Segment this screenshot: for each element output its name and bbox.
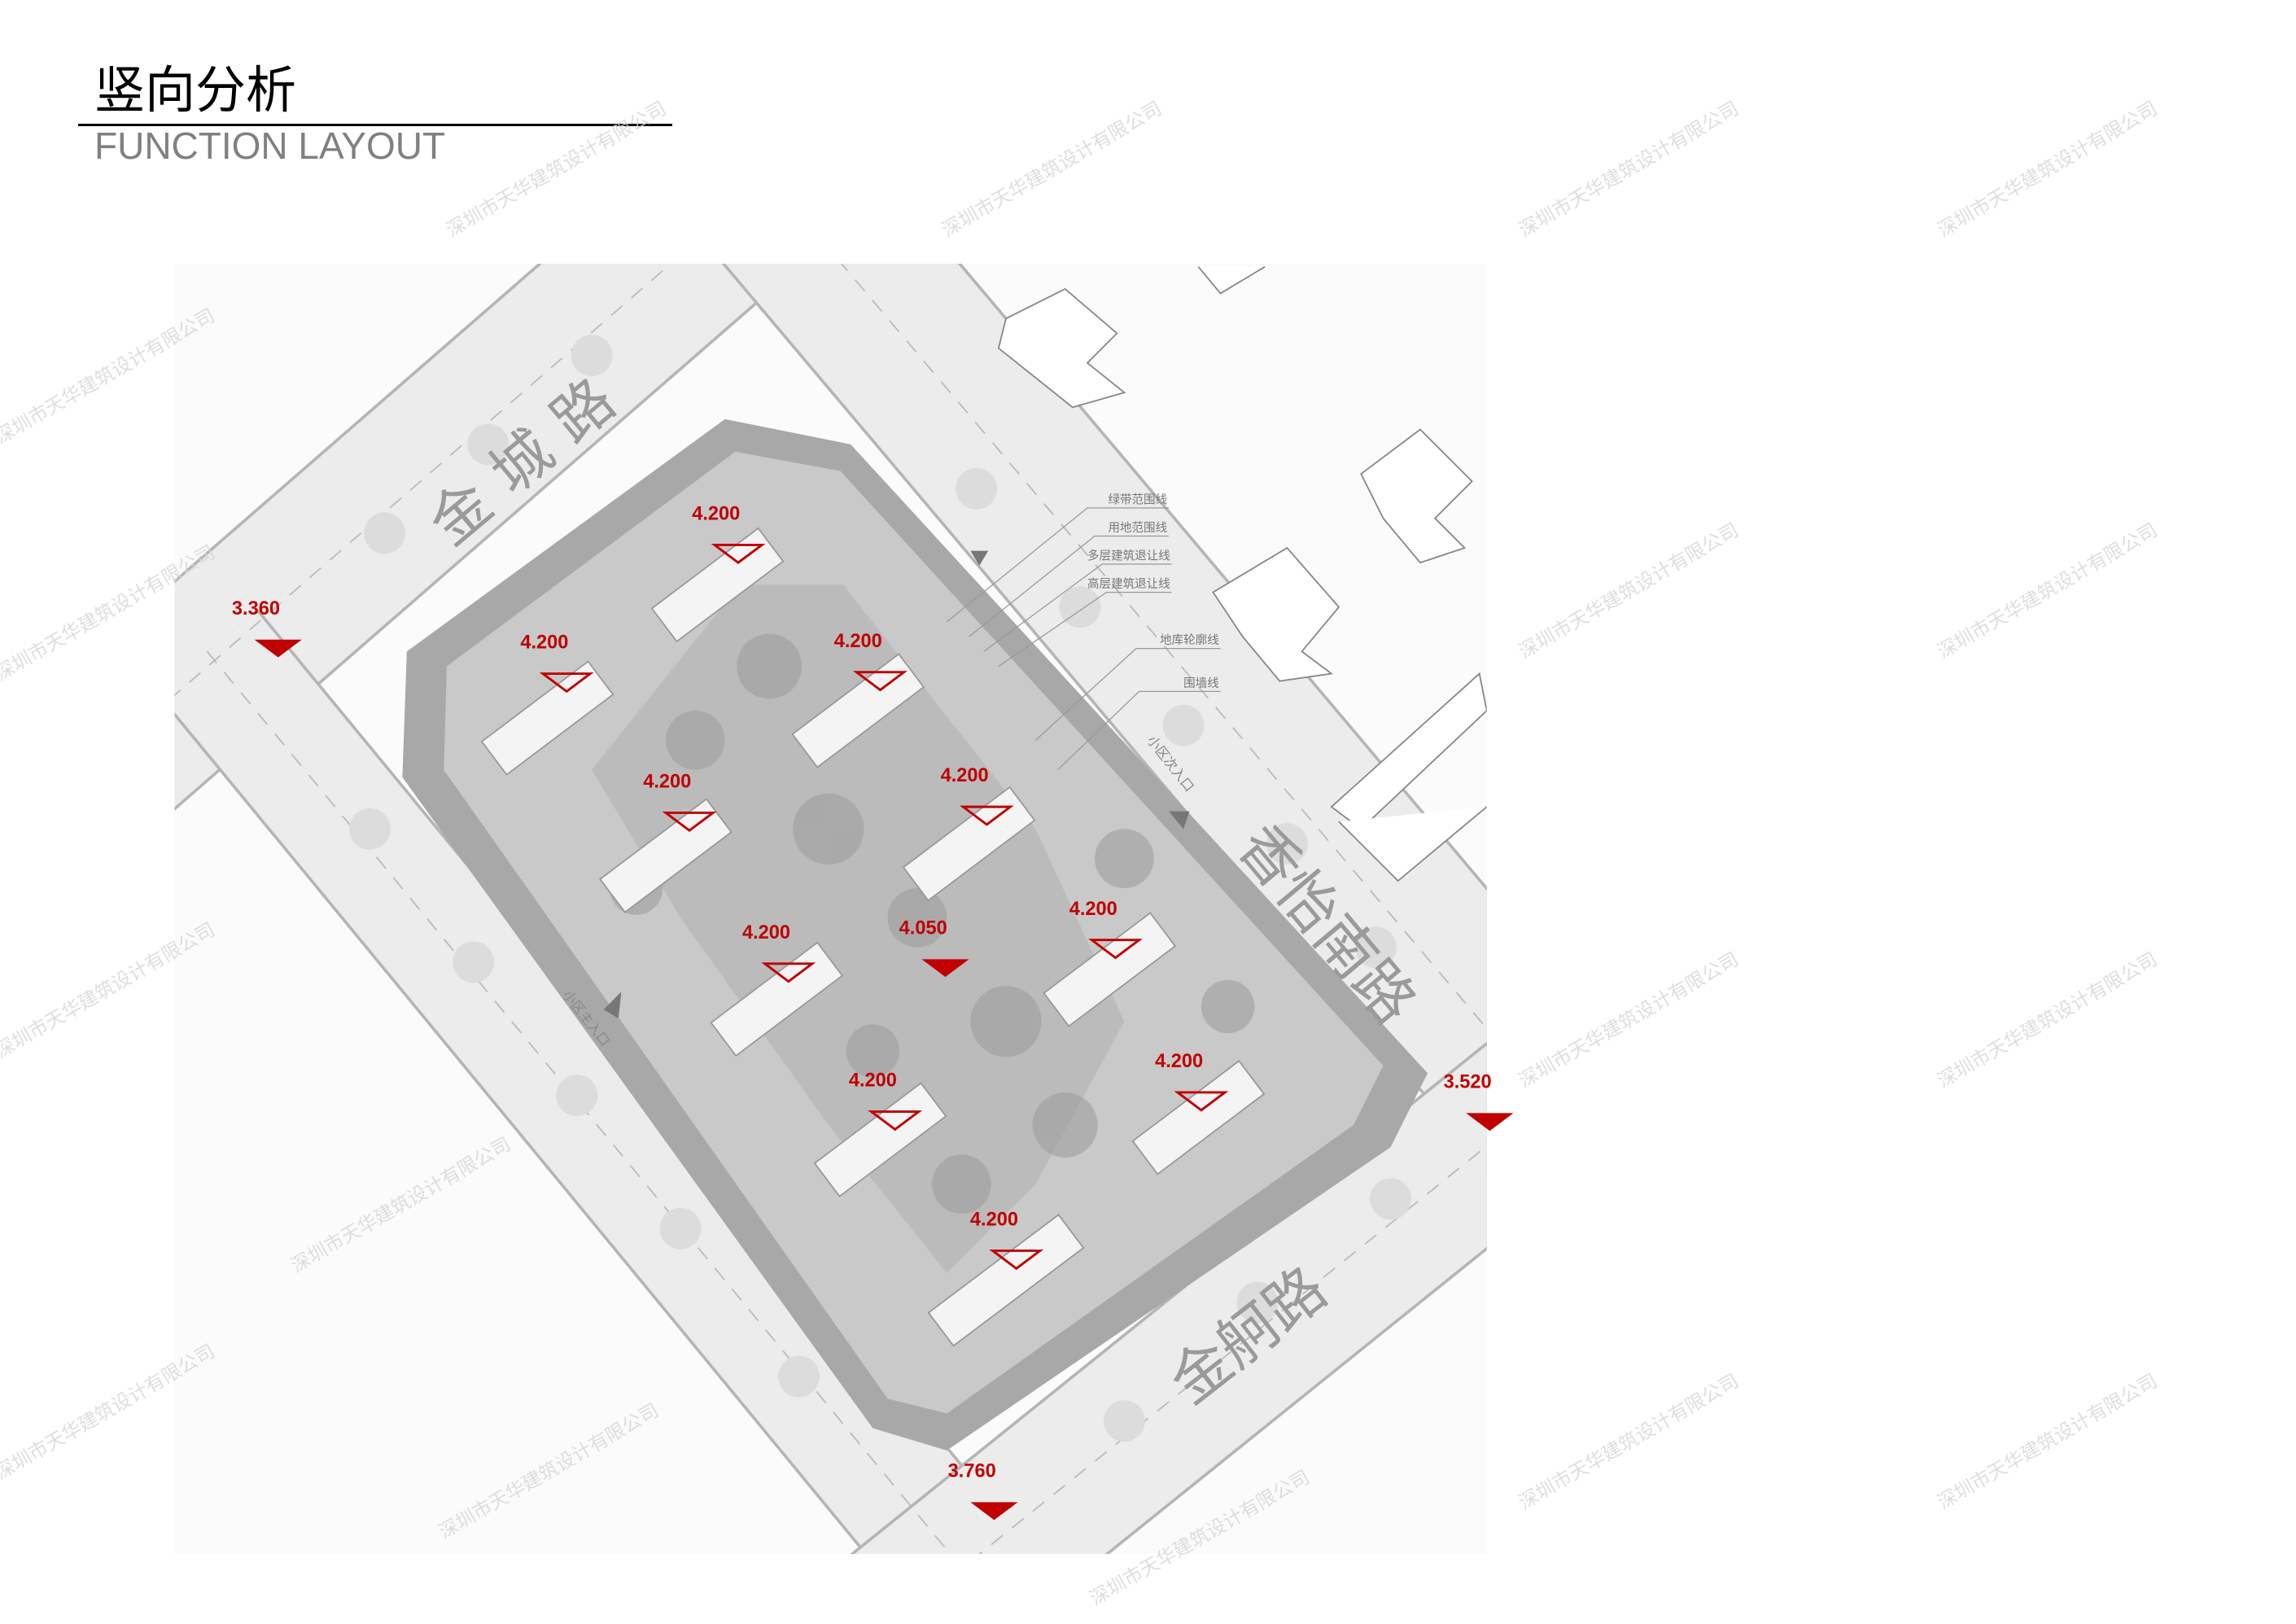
building bbox=[927, 1214, 1085, 1347]
elevation-value: 4.200 bbox=[692, 504, 740, 525]
elevation-value: 3.520 bbox=[1444, 1071, 1492, 1092]
secondary-entrance-icon bbox=[1168, 811, 1190, 830]
watermark: 深圳市天华建筑设计有限公司 bbox=[442, 97, 670, 242]
elevation-value: 4.200 bbox=[849, 1070, 897, 1092]
legend-leaders bbox=[946, 507, 1221, 771]
watermark: 深圳市天华建筑设计有限公司 bbox=[1934, 948, 2162, 1092]
elevation-marker-b3: 4.200 bbox=[834, 631, 907, 692]
buildings bbox=[480, 527, 1266, 1347]
building bbox=[480, 660, 614, 776]
elevation-marker-road_ne: 3.520 bbox=[1444, 1071, 1514, 1132]
legend-item: 围墙线 bbox=[1183, 676, 1219, 690]
elevation-marker-b8: 4.200 bbox=[849, 1070, 923, 1132]
watermark: 深圳市天华建筑设计有限公司 bbox=[1934, 97, 2162, 242]
elevation-marker-b10: 4.200 bbox=[970, 1210, 1044, 1271]
title-divider bbox=[78, 124, 672, 126]
legend-item: 多层建筑退让线 bbox=[1087, 549, 1170, 563]
elevation-marker-plaza: 4.050 bbox=[899, 917, 969, 978]
elevation-marker-road_nw: 3.360 bbox=[232, 598, 302, 658]
elevation-triangle-filled-icon bbox=[921, 959, 969, 978]
entrance-icon bbox=[970, 550, 989, 566]
elevation-marker-b2: 4.200 bbox=[520, 633, 594, 694]
elevation-value: 3.760 bbox=[948, 1461, 996, 1482]
title-block: 竖向分析 FUNCTION LAYOUT bbox=[78, 65, 672, 165]
elevation-value: 4.200 bbox=[742, 922, 790, 943]
legend-item: 高层建筑退让线 bbox=[1087, 577, 1170, 591]
elevation-value: 4.200 bbox=[1155, 1051, 1203, 1072]
roads bbox=[174, 264, 1487, 1555]
elevation-marker-b4: 4.200 bbox=[643, 772, 717, 833]
legend: 绿带范围线 用地范围线 多层建筑退让线 高层建筑退让线 地库轮廓线 围墙线 bbox=[1087, 493, 1219, 690]
elevation-value: 4.200 bbox=[1069, 899, 1117, 920]
watermark: 深圳市天华建筑设计有限公司 bbox=[1515, 1369, 1743, 1514]
legend-item: 地库轮廓线 bbox=[1160, 633, 1219, 647]
elevation-marker-road_s: 3.760 bbox=[948, 1461, 1018, 1521]
elevation-triangle-outline-icon bbox=[959, 805, 1014, 826]
elevation-triangle-outline-icon bbox=[1088, 939, 1143, 960]
elevation-triangle-outline-icon bbox=[662, 811, 717, 833]
elevation-marker-b9: 4.200 bbox=[1155, 1051, 1229, 1112]
watermark: 深圳市天华建筑设计有限公司 bbox=[938, 97, 1165, 242]
watermark: 深圳市天华建筑设计有限公司 bbox=[1934, 1369, 2162, 1514]
watermark: 深圳市天华建筑设计有限公司 bbox=[1515, 519, 1743, 663]
elevation-value: 4.200 bbox=[970, 1210, 1018, 1231]
building bbox=[650, 527, 785, 643]
elevation-value: 4.200 bbox=[941, 765, 989, 786]
building bbox=[710, 941, 844, 1057]
elevation-marker-b5: 4.200 bbox=[941, 765, 1014, 826]
watermark: 深圳市天华建筑设计有限公司 bbox=[1515, 948, 1743, 1092]
page-subtitle: FUNCTION LAYOUT bbox=[94, 125, 446, 167]
neighbor-buildings bbox=[997, 265, 1487, 882]
elevation-triangle-outline-icon bbox=[989, 1249, 1044, 1271]
building bbox=[902, 786, 1036, 902]
elevation-marker-b1: 4.200 bbox=[692, 504, 766, 565]
elevation-triangle-outline-icon bbox=[868, 1110, 923, 1132]
building bbox=[1131, 1060, 1266, 1175]
elevation-triangle-outline-icon bbox=[539, 672, 594, 694]
site-block bbox=[402, 418, 1428, 1451]
legend-item: 绿带范围线 bbox=[1108, 493, 1167, 507]
elevation-triangle-outline-icon bbox=[1174, 1091, 1229, 1112]
watermark: 深圳市天华建筑设计有限公司 bbox=[1515, 97, 1743, 242]
elevation-triangle-outline-icon bbox=[853, 671, 907, 692]
elevation-markers: 3.360 4.200 4.200 4.200 4.200 4.200 4.200 4.050… bbox=[232, 504, 1514, 1521]
elevation-marker-b7: 4.200 bbox=[742, 922, 816, 983]
elevation-triangle-outline-icon bbox=[761, 962, 816, 983]
elevation-value: 4.200 bbox=[834, 631, 882, 652]
elevation-triangle-outline-icon bbox=[711, 543, 766, 565]
elevation-marker-b6: 4.200 bbox=[1069, 899, 1143, 960]
page-title: 竖向分析 bbox=[94, 60, 297, 120]
main-entrance-icon bbox=[603, 991, 622, 1019]
elevation-triangle-filled-icon bbox=[970, 1502, 1018, 1521]
legend-item: 用地范围线 bbox=[1108, 521, 1167, 535]
elevation-value: 4.200 bbox=[643, 772, 691, 793]
building bbox=[599, 798, 733, 913]
elevation-value: 3.360 bbox=[232, 598, 280, 619]
map-area: 小区次入口 小区主入口 金城路 香怡南路 金舸路 绿带范围线 用地范围线 多层建… bbox=[174, 264, 1487, 1555]
elevation-triangle-filled-icon bbox=[1466, 1113, 1514, 1132]
elevation-value: 4.050 bbox=[899, 917, 947, 939]
building bbox=[1043, 912, 1177, 1027]
watermark: 深圳市天华建筑设计有限公司 bbox=[1934, 519, 2162, 663]
elevation-triangle-filled-icon bbox=[254, 639, 302, 658]
street-trees bbox=[348, 335, 1412, 1442]
elevation-value: 4.200 bbox=[520, 633, 568, 654]
